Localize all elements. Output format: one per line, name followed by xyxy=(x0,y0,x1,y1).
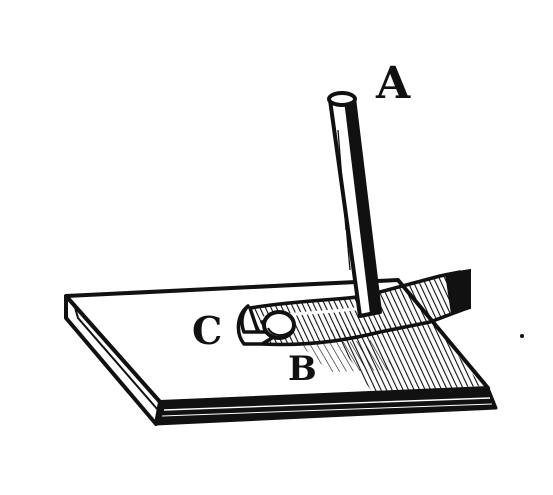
label-c: C xyxy=(192,308,222,353)
board-front-edge xyxy=(154,386,498,426)
rod-top-end xyxy=(327,91,357,107)
magnet-end-face xyxy=(444,268,471,316)
rod-shading xyxy=(344,98,380,314)
ink-speck xyxy=(520,334,524,338)
label-b: B xyxy=(288,349,317,389)
rod-a xyxy=(327,91,382,318)
label-a: A xyxy=(375,58,411,109)
ball-b xyxy=(262,310,296,340)
board-shadow-hatching xyxy=(330,320,482,392)
